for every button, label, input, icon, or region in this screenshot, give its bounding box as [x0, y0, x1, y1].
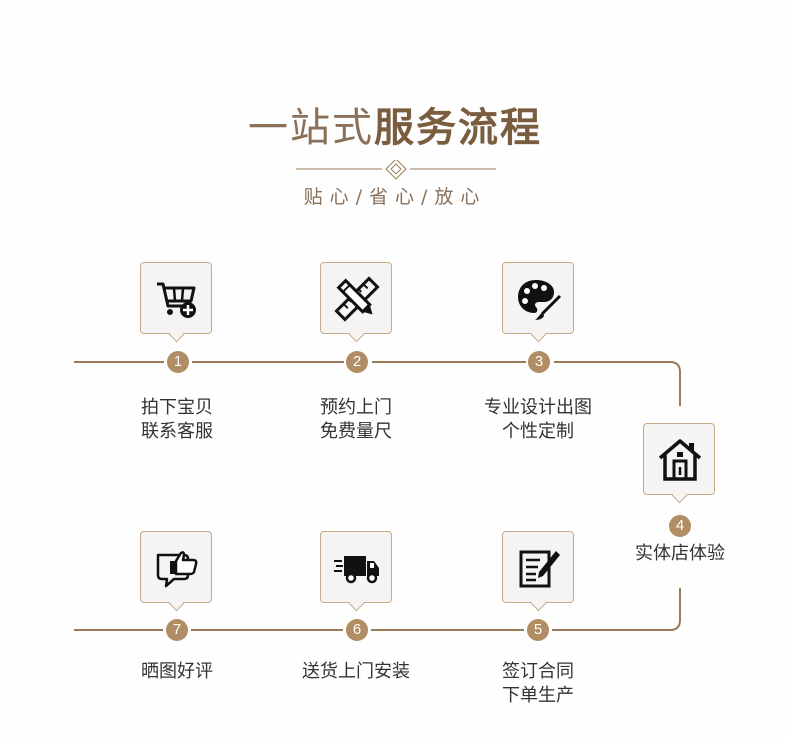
step-4-card — [643, 423, 715, 495]
step-3-line-1: 专业设计出图 — [484, 397, 592, 418]
step-6-card — [320, 531, 392, 603]
step-4-number: 4 — [669, 515, 691, 537]
step-3-label: 专业设计出图 个性定制 — [458, 396, 618, 444]
step-1-card — [140, 262, 212, 334]
step-1-line-1: 拍下宝贝 — [141, 397, 213, 418]
step-7-number: 7 — [166, 619, 188, 641]
step-2-line-1: 预约上门 — [320, 397, 392, 418]
step-5-line-1: 签订合同 — [502, 661, 574, 682]
step-6-number: 6 — [346, 619, 368, 641]
title-bold: 服务流程 — [374, 105, 542, 151]
step-1-number: 1 — [167, 351, 189, 373]
step-1-line-2: 联系客服 — [141, 421, 213, 442]
step-4-line-1: 实体店体验 — [635, 543, 725, 564]
step-2-line-2: 免费量尺 — [320, 421, 392, 442]
house-icon — [658, 439, 702, 481]
step-5-number: 5 — [527, 619, 549, 641]
step-6-line-1: 送货上门安装 — [302, 661, 410, 682]
step-2-label: 预约上门 免费量尺 — [276, 396, 436, 444]
palette-brush-icon — [518, 280, 562, 320]
ruler-pencil-icon — [334, 276, 380, 322]
page-title: 一站式服务流程 — [0, 104, 790, 152]
step-2-card — [320, 262, 392, 334]
step-5-card — [502, 531, 574, 603]
step-3-number: 3 — [528, 351, 550, 373]
step-3-line-2: 个性定制 — [502, 421, 574, 442]
title-divider-ornament — [296, 160, 496, 180]
step-4-label: 实体店体验 — [600, 542, 760, 566]
step-1-label: 拍下宝贝 联系客服 — [97, 396, 257, 444]
thumbs-up-icon — [156, 551, 198, 588]
contract-pen-icon — [519, 550, 560, 588]
delivery-truck-icon — [334, 556, 379, 584]
step-7-label: 晒图好评 — [97, 660, 257, 684]
step-5-label: 签订合同 下单生产 — [458, 660, 618, 708]
step-6-label: 送货上门安装 — [276, 660, 436, 684]
step-2-number: 2 — [346, 351, 368, 373]
step-3-card — [502, 262, 574, 334]
shopping-cart-icon — [157, 282, 196, 318]
page-subtitle: 贴心/省心/放心 — [303, 186, 487, 208]
step-7-line-1: 晒图好评 — [141, 661, 213, 682]
step-5-line-2: 下单生产 — [502, 685, 574, 706]
step-7-card — [140, 531, 212, 603]
title-light: 一站式 — [248, 105, 374, 151]
